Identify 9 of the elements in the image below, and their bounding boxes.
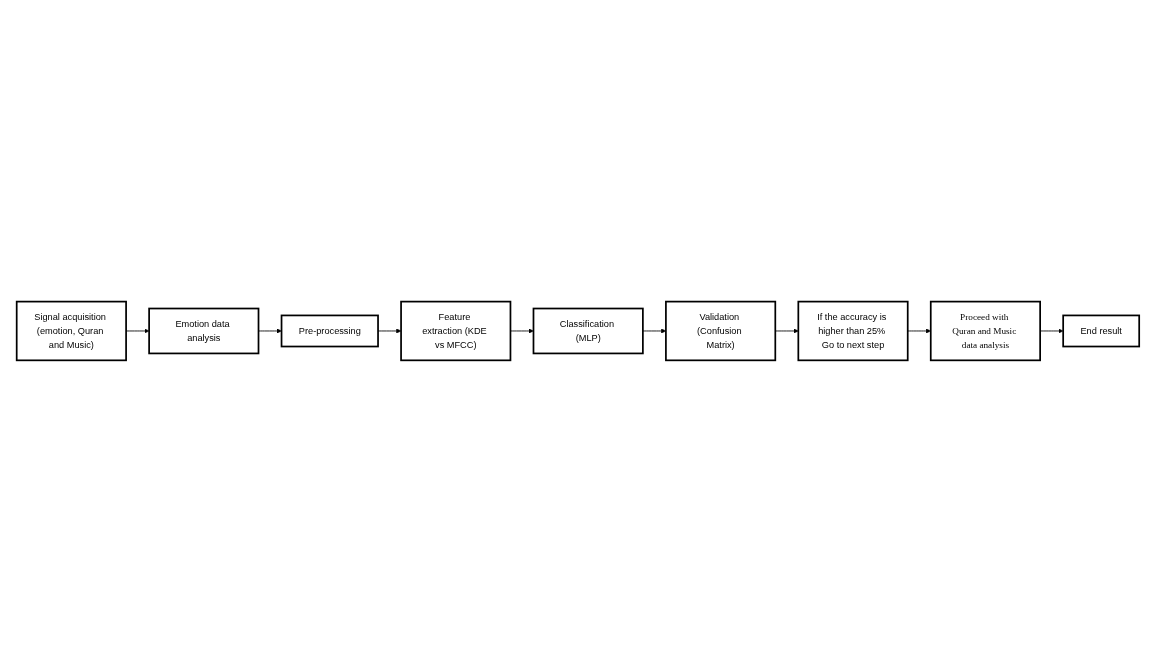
node-box: Emotion data analysis <box>147 307 259 355</box>
node-box: Classification (MLP) <box>532 307 644 355</box>
node-box: End result <box>1061 314 1140 348</box>
node-box: Signal acquisition (emotion, Quran and Music) <box>15 300 127 362</box>
node-box: Proceed with Quran and Music data analysis <box>929 300 1041 362</box>
node-box: Feature extraction (KDE vs MFCC) <box>399 300 511 362</box>
node-box: Pre-processing <box>280 314 379 348</box>
node-box: Validation (Confusion Matrix) <box>664 300 776 362</box>
node-box: If the accuracy is higher than 25% Go to next step <box>797 300 909 362</box>
